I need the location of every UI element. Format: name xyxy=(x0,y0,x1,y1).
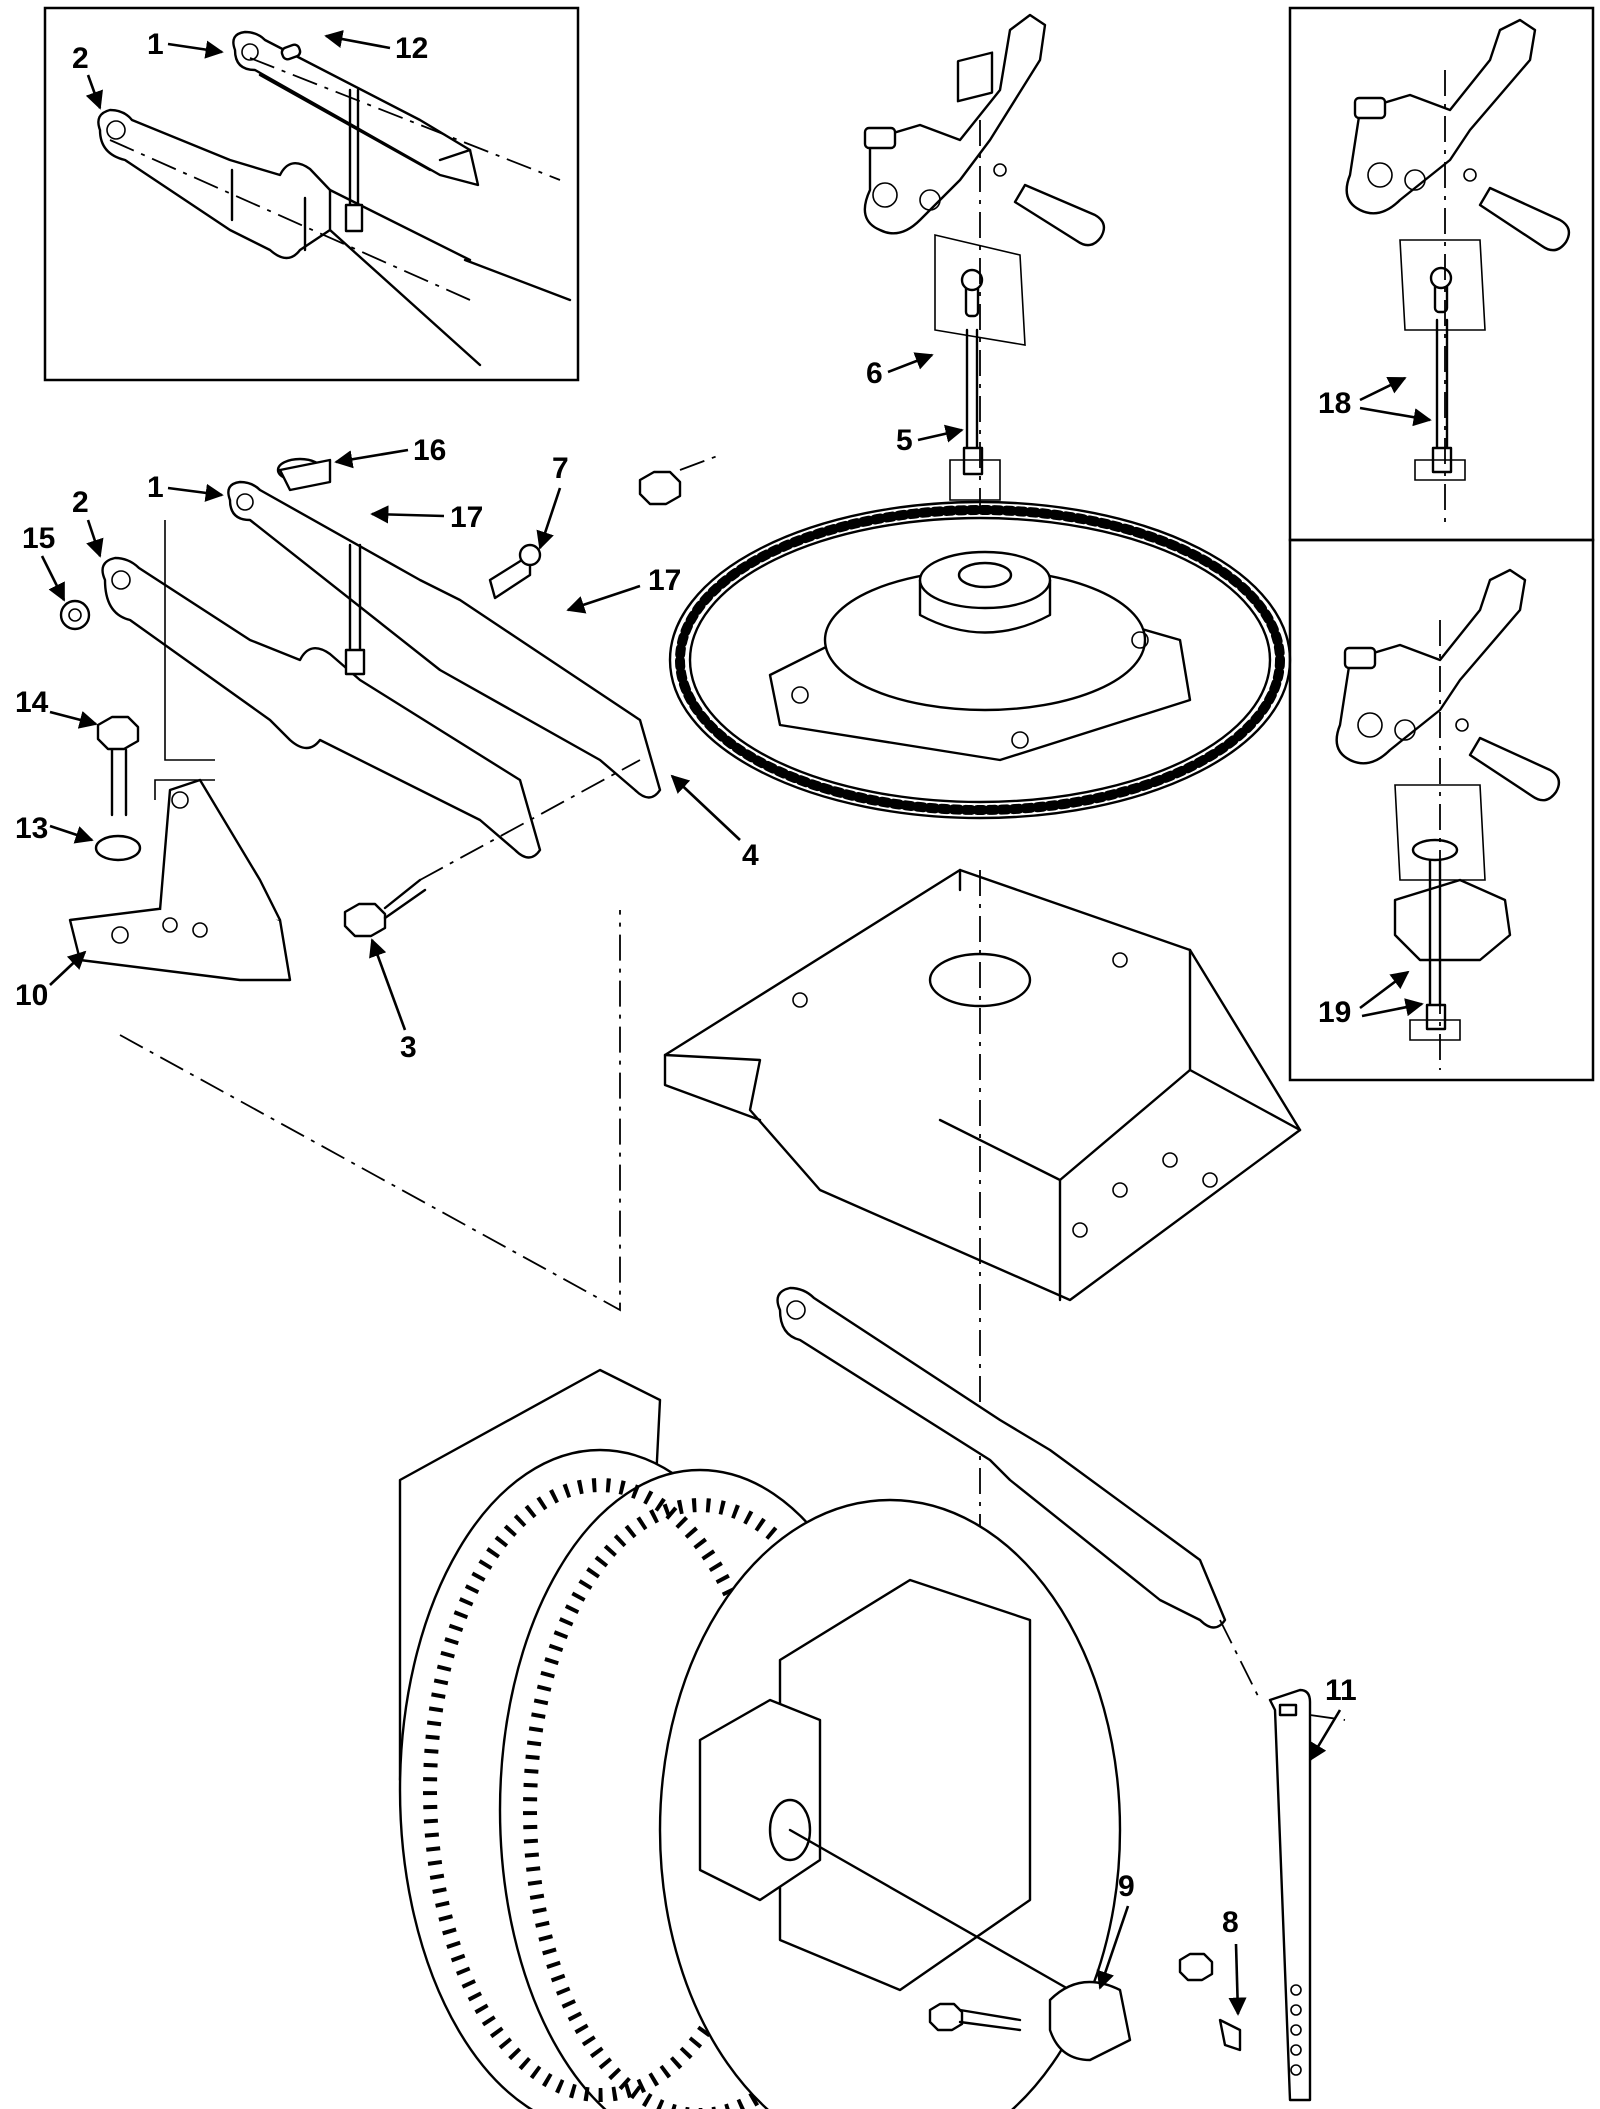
leader-14 xyxy=(49,710,98,729)
callout-17-lower: 17 xyxy=(648,564,681,597)
leader-17-upper xyxy=(370,505,445,524)
callout-1-inset: 1 xyxy=(147,28,164,61)
callout-12: 12 xyxy=(395,32,428,65)
leader-16 xyxy=(334,448,409,469)
callout-6: 6 xyxy=(866,357,883,390)
lower-left-bracket xyxy=(68,778,621,1312)
leader-18b xyxy=(1359,406,1432,427)
sprocket-assembly xyxy=(668,500,1292,820)
callout-16: 16 xyxy=(413,434,446,467)
leader-17-lower xyxy=(566,584,641,614)
leader-11 xyxy=(1308,1709,1342,1762)
callout-7: 7 xyxy=(552,452,569,485)
drive-unit xyxy=(398,1368,1242,2109)
callout-11: 11 xyxy=(1325,1674,1357,1707)
leader-3 xyxy=(369,938,407,1031)
leader-10 xyxy=(49,950,87,986)
callout-5: 5 xyxy=(896,424,913,457)
leader-19a xyxy=(1359,970,1410,1010)
callout-labels: 1 2 12 6 5 18 1 16 7 2 17 15 17 14 4 13 xyxy=(15,28,1432,2016)
callout-19: 19 xyxy=(1318,996,1351,1029)
callout-9: 9 xyxy=(1118,1870,1135,1903)
leader-1-main xyxy=(167,483,224,502)
leader-4 xyxy=(670,774,741,841)
callout-3: 3 xyxy=(400,1031,417,1064)
inset-clevis-variant xyxy=(1335,568,1561,1070)
leader-2-main xyxy=(86,519,104,558)
callout-15: 15 xyxy=(22,522,55,555)
callout-14: 14 xyxy=(15,686,49,719)
callout-13: 13 xyxy=(15,812,48,845)
callout-18: 18 xyxy=(1318,387,1351,420)
leader-1-inset xyxy=(167,40,224,59)
leader-9 xyxy=(1096,1905,1130,1990)
inset-frame-top-left xyxy=(43,6,580,382)
center-mounting-bracket xyxy=(663,868,1302,1560)
hardware-fasteners xyxy=(59,454,721,938)
leader-19b xyxy=(1361,998,1424,1018)
callout-1-main: 1 xyxy=(147,471,164,504)
callout-2-inset: 2 xyxy=(72,42,89,75)
leader-7 xyxy=(536,487,562,550)
callout-17-upper: 17 xyxy=(450,501,483,534)
inset-frame-mid-right xyxy=(1288,538,1595,1082)
leader-13 xyxy=(49,824,94,844)
leader-15 xyxy=(40,555,66,602)
leader-18a xyxy=(1359,376,1407,402)
leader-8 xyxy=(1228,1943,1247,2016)
leader-6 xyxy=(887,352,934,374)
callout-8: 8 xyxy=(1222,1906,1239,1939)
callout-10: 10 xyxy=(15,979,48,1012)
bottom-lever-and-strap xyxy=(776,1286,1346,2102)
leader-12 xyxy=(324,30,391,50)
callout-2-main: 2 xyxy=(72,486,89,519)
inset-lever-detail xyxy=(97,30,572,367)
main-lever-arms xyxy=(101,480,662,859)
leader-5 xyxy=(917,424,964,443)
upper-clevis-rod xyxy=(863,13,1106,510)
callout-4: 4 xyxy=(742,839,759,872)
inset-clevis-assembly xyxy=(1345,18,1571,530)
leader-2-inset xyxy=(85,74,103,110)
